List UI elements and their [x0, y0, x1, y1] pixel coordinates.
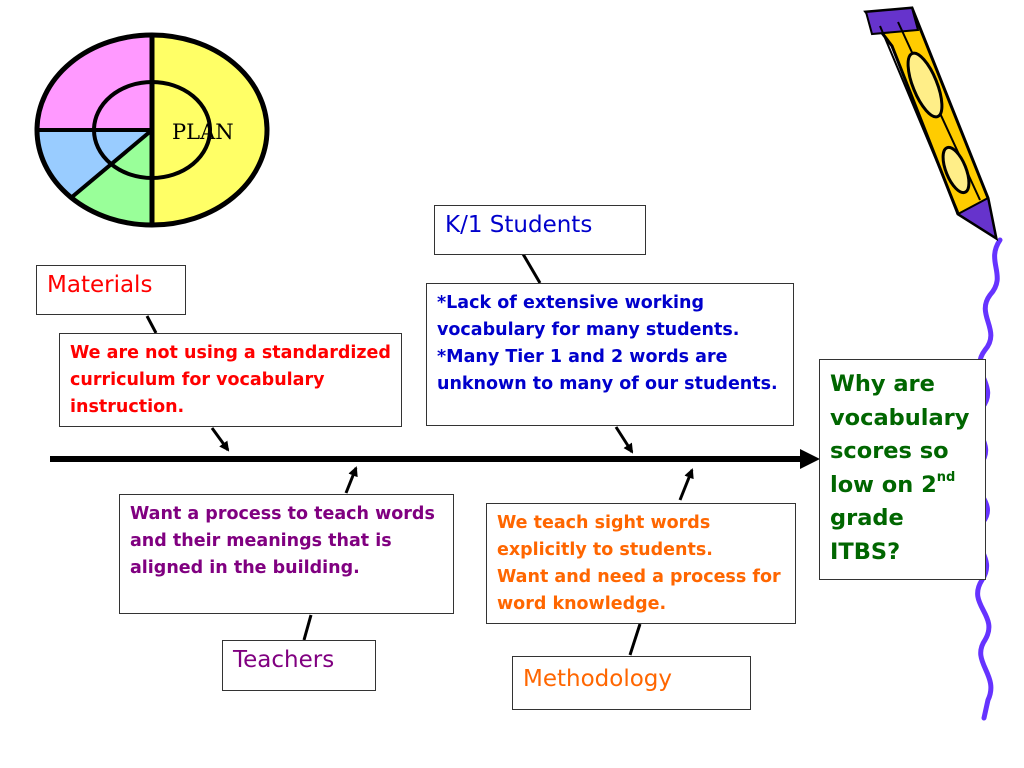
effect-line-3: scores so — [830, 438, 949, 464]
effect-ordinal-suffix: nd — [936, 469, 956, 485]
plan-wheel — [34, 32, 270, 228]
cause-detail-students: *Lack of extensive working vocabulary fo… — [426, 283, 794, 426]
plan-wheel-bottom-left — [72, 130, 152, 225]
students-detail-line-2: *Many Tier 1 and 2 words are unknown to … — [437, 347, 778, 394]
students-detail-line-1: *Lack of extensive working vocabulary fo… — [437, 293, 740, 340]
fishbone-effect: Why are vocabulary scores so low on 2nd … — [819, 359, 986, 580]
pencil-icon — [863, 6, 999, 242]
cause-detail-methodology: We teach sight words explicitly to stude… — [486, 503, 796, 624]
methodology-detail-line-1: We teach sight words explicitly to stude… — [497, 513, 713, 560]
cause-label-teachers: Teachers — [222, 640, 376, 691]
plan-label: PLAN — [172, 120, 234, 144]
cause-label-methodology: Methodology — [512, 656, 751, 710]
effect-line-6: ITBS? — [830, 538, 901, 565]
fishbone-bones — [145, 253, 694, 656]
cause-label-materials: Materials — [36, 265, 186, 315]
plan-wheel-top-left — [38, 35, 152, 130]
effect-line-4-text: low on 2 — [830, 471, 937, 498]
cause-detail-materials: We are not using a standardized curricul… — [59, 333, 402, 427]
effect-line-4: low on 2nd — [830, 469, 975, 503]
methodology-detail-line-2: Want and need a process for word knowled… — [497, 567, 781, 614]
effect-line-5: grade — [830, 505, 904, 531]
effect-line-2: vocabulary — [830, 404, 970, 431]
plan-wheel-mid-left — [38, 130, 152, 197]
cause-detail-teachers: Want a process to teach words and their … — [119, 494, 454, 614]
effect-line-1: Why are — [830, 371, 935, 397]
cause-label-students: K/1 Students — [434, 205, 646, 255]
